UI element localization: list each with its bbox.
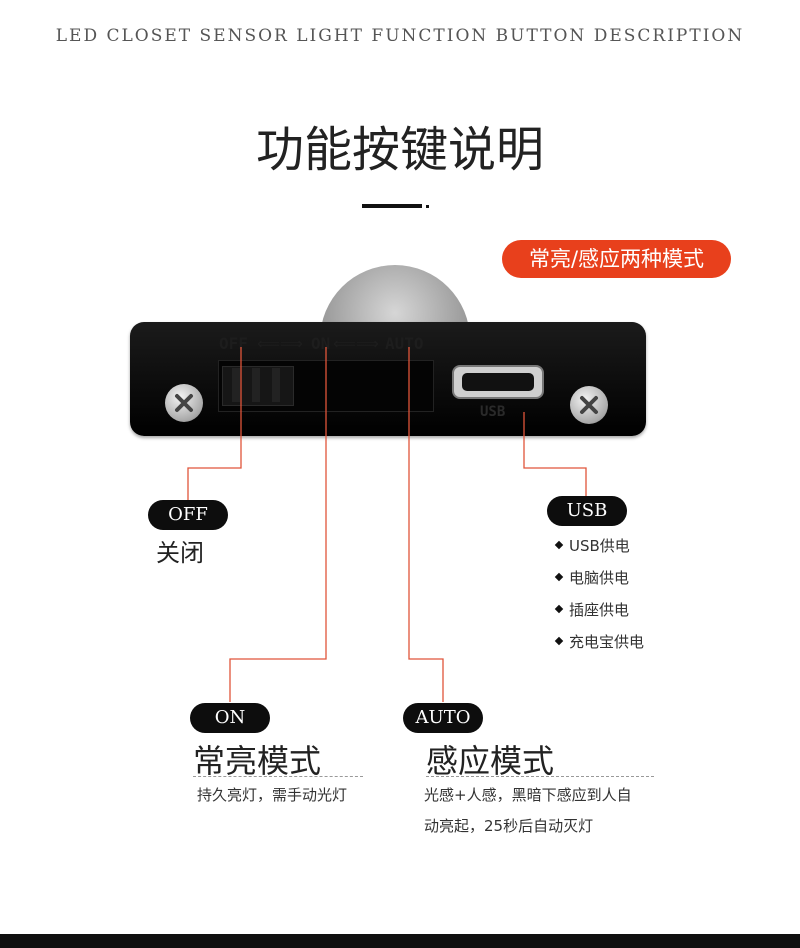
usb-port-socket <box>462 373 534 391</box>
usb-pill: USB <box>547 496 627 526</box>
silk-arrow: ⟸⟹ <box>333 334 379 353</box>
silk-arrow: ⟸⟹ <box>257 334 303 353</box>
switch-ridge <box>232 368 240 402</box>
page-title: 功能按键说明 <box>255 122 544 178</box>
list-item: 充电宝供电 <box>554 630 645 662</box>
switch-ridge <box>272 368 280 402</box>
silk-label-usb: USB <box>480 404 506 420</box>
title-divider-dot <box>426 205 429 208</box>
on-pill: ON <box>190 703 270 733</box>
top-caption: LED CLOSET SENSOR LIGHT FUNCTION BUTTON … <box>55 26 745 46</box>
footer-bar <box>0 934 800 948</box>
auto-pill: AUTO <box>403 703 483 733</box>
switch-ridge <box>252 368 260 402</box>
list-item: 插座供电 <box>554 598 644 630</box>
on-leader-line <box>229 347 327 702</box>
list-item-text: USB供电 <box>569 537 630 555</box>
on-title: 常亮模式 <box>193 742 322 780</box>
on-title-underline <box>193 776 363 777</box>
auto-leader-line <box>408 347 444 702</box>
list-item: 电脑供电 <box>554 566 644 598</box>
screw-icon <box>570 386 608 424</box>
off-title: 关闭 <box>156 539 204 567</box>
screw-icon <box>165 384 203 422</box>
silk-label-auto: AUTO <box>385 334 424 353</box>
list-item-text: 插座供电 <box>569 601 630 619</box>
diamond-bullet-icon <box>554 572 564 581</box>
off-pill: OFF <box>148 500 228 530</box>
usb-leader-line <box>523 412 587 496</box>
mode-badge: 常亮/感应两种模式 <box>502 240 731 278</box>
off-leader-line <box>187 347 242 500</box>
list-item: USB供电 <box>554 534 644 566</box>
diamond-bullet-icon <box>554 604 564 613</box>
list-item-text: 电脑供电 <box>569 569 630 587</box>
list-item-text: 充电宝供电 <box>569 633 645 651</box>
title-divider <box>362 204 422 208</box>
usb-power-list: USB供电 电脑供电 插座供电 充电宝供电 <box>554 534 645 662</box>
auto-description-line-1: 光感+人感，黑暗下感应到人自 <box>424 786 632 804</box>
auto-title-underline <box>426 776 654 777</box>
auto-description-line-2: 动亮起，25秒后自动灭灯 <box>424 817 594 835</box>
on-description: 持久亮灯，需手动光灯 <box>197 786 348 804</box>
diamond-bullet-icon <box>554 540 564 549</box>
auto-title: 感应模式 <box>426 742 555 780</box>
diamond-bullet-icon <box>554 636 564 645</box>
